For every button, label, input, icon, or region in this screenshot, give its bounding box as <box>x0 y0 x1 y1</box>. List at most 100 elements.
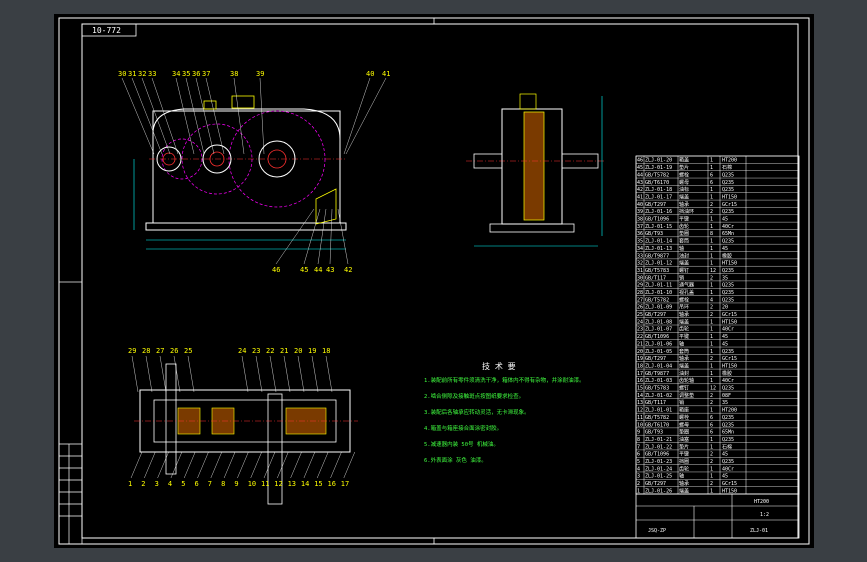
bom-cell-mat: GCr15 <box>722 312 737 318</box>
bom-cell-code: GB/T5783 <box>645 386 669 392</box>
bom-cell-name: 箱盖 <box>679 157 689 164</box>
callout-label: 9 <box>234 480 238 488</box>
callout-label: 24 <box>238 347 246 355</box>
leader-line <box>170 451 183 479</box>
leader-line <box>311 355 319 393</box>
bom-cell-mat: Q235 <box>722 268 734 274</box>
bom-cell-qty: 1 <box>710 349 713 355</box>
callout-label: 3 <box>155 480 159 488</box>
tech-requirement-lines: 1.装配前所有零件须清洗干净，箱体内不得有杂物，并涂耐油漆。2.啮合侧隙及接触斑… <box>424 376 585 464</box>
bom-cell-qty: 6 <box>710 180 713 186</box>
plan-input-shaft <box>165 363 177 475</box>
bom-cell-code: ZLJ-01-17 <box>645 194 672 200</box>
bom-cell-name: 视孔盖 <box>679 289 694 296</box>
bom-cell-no: 11 <box>637 415 643 421</box>
bom-cell-no: 24 <box>637 319 643 325</box>
bom-cell-code: ZLJ-01-24 <box>645 466 672 472</box>
bom-cell-code: GB/T117 <box>645 275 666 281</box>
bom-cell-qty: 1 <box>710 158 713 164</box>
callout-label: 42 <box>344 266 352 274</box>
bom-cell-no: 38 <box>637 217 643 223</box>
bom-cell-mat: 65Mn <box>722 231 734 237</box>
bom-cell-no: 29 <box>637 283 643 289</box>
bom-cell-code: GB/T9877 <box>645 253 669 259</box>
leader-line <box>250 451 262 479</box>
bom-cell-no: 3 <box>637 474 640 480</box>
tech-line: 1.装配前所有零件须清洗干净，箱体内不得有杂物，并涂耐油漆。 <box>424 376 585 384</box>
bom-cell-name: 轴承 <box>679 480 689 487</box>
breather-top <box>231 95 255 109</box>
bom-cell-qty: 6 <box>710 430 713 436</box>
bom-cell-name: 螺母 <box>679 179 689 186</box>
bom-cell-mat: Q235 <box>722 437 734 443</box>
tech-line: 3.装配后各轴承应转动灵活，无卡滞现象。 <box>424 408 530 416</box>
bom-cell-name: 齿轮 <box>679 326 689 333</box>
drawing-viewport[interactable]: 10-772 <box>54 14 814 548</box>
bom-cell-name: 齿轮 <box>679 223 689 230</box>
bom-cell-code: ZLJ-01-14 <box>645 239 672 245</box>
drawing-tag: 10-772 <box>81 23 137 37</box>
drawing-sheet: 10-772 <box>58 17 810 545</box>
bom-cell-mat: 45 <box>722 341 728 347</box>
bom-cell-mat: Q235 <box>722 283 734 289</box>
bom-cell-qty: 6 <box>710 422 713 428</box>
bom-cell-no: 32 <box>637 261 643 267</box>
bom-cell-mat: 40Cr <box>722 378 734 384</box>
callout-label: 1 <box>128 480 132 488</box>
side-shaft-right <box>561 153 599 169</box>
bom-cell-mat: HT150 <box>722 194 737 200</box>
bom-cell-mat: Q235 <box>722 209 734 215</box>
callout-label: 29 <box>128 347 136 355</box>
leader-line <box>317 451 329 479</box>
bom-cell-code: GB/T6170 <box>645 422 669 428</box>
bom-cell-mat: 45 <box>722 474 728 480</box>
bom-cell-qty: 12 <box>710 386 716 392</box>
bom-cell-qty: 1 <box>710 488 713 494</box>
leader-line <box>275 208 315 265</box>
bom-cell-qty: 1 <box>710 437 713 443</box>
bom-cell-qty: 2 <box>710 452 713 458</box>
bom-cell-qty: 2 <box>710 459 713 465</box>
bom-cell-mat: 40Cr <box>722 327 734 333</box>
callout-label: 32 <box>138 70 146 78</box>
leader-line <box>159 355 167 393</box>
leader-line <box>144 451 156 479</box>
bom-cell-mat: HT150 <box>722 261 737 267</box>
bom-cell-qty: 4 <box>710 297 713 303</box>
bom-cell-mat: HT200 <box>722 158 737 164</box>
bom-cell-no: 6 <box>637 452 640 458</box>
callout-label: 15 <box>314 480 322 488</box>
bom-cell-code: ZLJ-01-06 <box>645 341 672 347</box>
callout-label: 37 <box>202 70 210 78</box>
bom-cell-no: 28 <box>637 290 643 296</box>
bom-cell-code: ZLJ-01-01 <box>645 408 672 414</box>
bom-cell-mat: Q235 <box>722 415 734 421</box>
callout-label: 13 <box>288 480 296 488</box>
bom-cell-code: GB/T6170 <box>645 180 669 186</box>
bom-cell-no: 1 <box>637 488 640 494</box>
bom-cell-name: 端盖 <box>679 362 689 369</box>
bom-cell-qty: 2 <box>710 275 713 281</box>
side-gear-section <box>523 111 545 221</box>
callout-label: 21 <box>280 347 288 355</box>
bom-cell-name: 轴承 <box>679 201 689 208</box>
bearing-bore-1 <box>162 152 176 166</box>
bom-cell-code: GB/T5783 <box>645 268 669 274</box>
gear-pitch-circle-3 <box>228 110 326 208</box>
bom-cell-qty: 1 <box>710 378 713 384</box>
title-code: JSQ-ZP <box>648 528 666 534</box>
bom-cell-no: 12 <box>637 408 643 414</box>
bearing-boss-2 <box>202 144 232 174</box>
